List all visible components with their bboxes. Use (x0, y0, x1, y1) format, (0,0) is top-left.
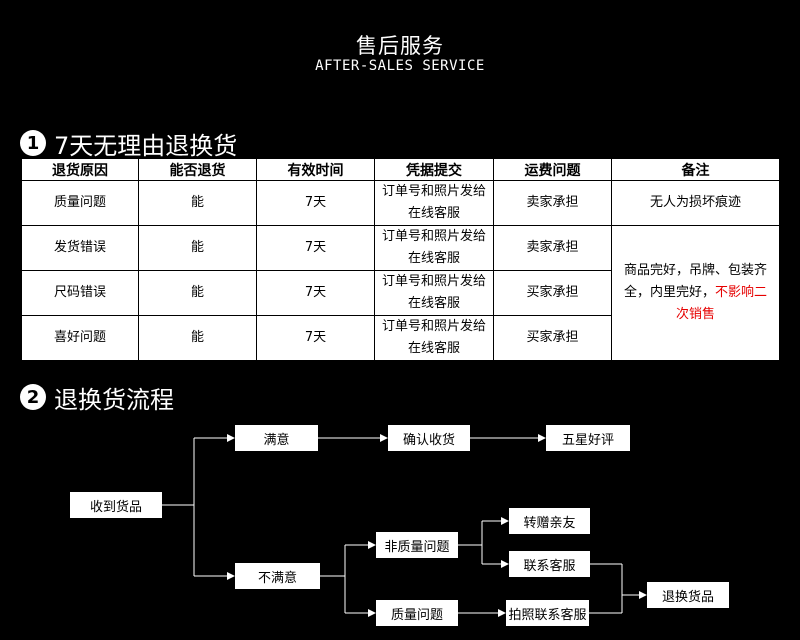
table-row: 发货错误 能 7天 订单号和照片发给在线客服 卖家承担 商品完好，吊牌、包装齐全… (21, 225, 780, 361)
page-title: 售后服务 (356, 34, 444, 58)
column-header: 能否退货 (138, 158, 257, 181)
highlight-text: 不影响二次销售 (675, 285, 768, 322)
section-1-heading: 1 7天无理由退换货 (20, 128, 238, 160)
step-photo-contact-service: 拍照联系客服 (506, 600, 589, 626)
period-cell: 7天 (256, 270, 375, 316)
period-cell: 7天 (256, 225, 375, 271)
note-cell: 无人为损坏痕迹 (611, 180, 780, 226)
shipping-cell: 卖家承担 (493, 225, 612, 271)
step-non-quality-issue: 非质量问题 (376, 532, 458, 558)
step-satisfied: 满意 (235, 425, 318, 451)
step-unsatisfied: 不满意 (235, 563, 320, 589)
page-subtitle: AFTER-SALES SERVICE (315, 58, 485, 74)
step-return-goods: 退换货品 (647, 582, 729, 608)
step-gift-to-friends: 转赠亲友 (509, 508, 590, 534)
shipping-cell: 买家承担 (493, 315, 612, 361)
section-2-heading: 2 退换货流程 (20, 382, 174, 414)
returnable-cell: 能 (138, 315, 257, 361)
period-cell: 7天 (256, 315, 375, 361)
number-badge-1: 1 (20, 130, 46, 156)
return-policy-table: 退货原因 能否退货 有效时间 凭据提交 运费问题 备注 质量问题 能 7天 订单… (21, 158, 780, 361)
step-contact-service: 联系客服 (509, 551, 590, 577)
reason-cell: 尺码错误 (21, 270, 139, 316)
number-badge-2: 2 (20, 384, 46, 410)
shipping-cell: 买家承担 (493, 270, 612, 316)
step-five-star-review: 五星好评 (546, 425, 630, 451)
shipping-cell: 卖家承担 (493, 180, 612, 226)
table-row: 质量问题 能 7天 订单号和照片发给在线客服 卖家承担 无人为损坏痕迹 (21, 180, 780, 226)
table-row: 尺码错误 能 7天 订单号和照片发给在线客服 买家承担 (21, 270, 780, 316)
step-quality-issue: 质量问题 (376, 600, 458, 626)
reason-cell: 发货错误 (21, 225, 139, 271)
column-header: 有效时间 (256, 158, 375, 181)
section-2-title: 退换货流程 (54, 385, 174, 414)
proof-cell: 订单号和照片发给在线客服 (374, 180, 494, 226)
table-header-row: 退货原因 能否退货 有效时间 凭据提交 运费问题 备注 (21, 158, 780, 181)
table-row: 喜好问题 能 7天 订单号和照片发给在线客服 买家承担 (21, 315, 780, 361)
returnable-cell: 能 (138, 180, 257, 226)
proof-cell: 订单号和照片发给在线客服 (374, 225, 494, 271)
reason-cell: 喜好问题 (21, 315, 139, 361)
step-confirm-receipt: 确认收货 (388, 425, 470, 451)
reason-cell: 质量问题 (21, 180, 139, 226)
merged-note-cell: 商品完好，吊牌、包装齐全，内里完好，不影响二次销售 (611, 225, 780, 361)
proof-cell: 订单号和照片发给在线客服 (374, 315, 494, 361)
section-1-title: 7天无理由退换货 (54, 131, 238, 160)
returnable-cell: 能 (138, 270, 257, 316)
step-received: 收到货品 (70, 492, 162, 518)
